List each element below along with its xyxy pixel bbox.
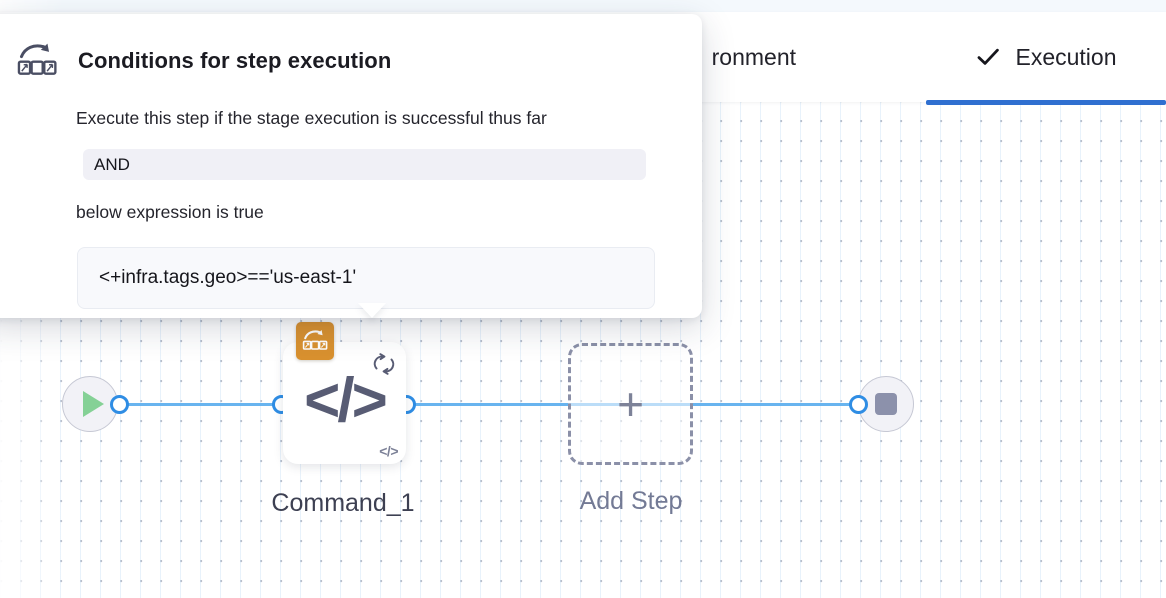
tab-execution[interactable]: Execution bbox=[926, 12, 1166, 105]
pipeline-start-node[interactable] bbox=[62, 376, 118, 432]
condition-expression-field[interactable]: <+infra.tags.geo>=='us-east-1' bbox=[77, 247, 655, 309]
conditional-execution-icon bbox=[16, 42, 58, 80]
stop-icon bbox=[875, 393, 897, 415]
add-step-button[interactable]: + bbox=[568, 343, 693, 465]
condition-description-line-2: below expression is true bbox=[76, 202, 264, 222]
condition-expression-value: <+infra.tags.geo>=='us-east-1' bbox=[99, 267, 357, 288]
connector-dot-end-in[interactable] bbox=[849, 395, 868, 414]
edge-start-to-command bbox=[118, 403, 282, 406]
play-icon bbox=[82, 391, 104, 417]
check-icon bbox=[975, 44, 1001, 70]
conditions-popup-header: Conditions for step execution bbox=[16, 42, 391, 80]
condition-operator-value: AND bbox=[94, 154, 130, 174]
canvas-top-band bbox=[0, 0, 1166, 12]
tab-execution-label: Execution bbox=[1015, 43, 1117, 70]
tab-environment[interactable]: ronment bbox=[702, 12, 796, 102]
add-step-label: Add Step bbox=[579, 487, 683, 515]
condition-operator-field[interactable]: AND bbox=[83, 149, 646, 180]
loop-retry-icon bbox=[368, 348, 400, 380]
tab-active-underline bbox=[926, 100, 1166, 105]
conditions-popup: Conditions for step execution Execute th… bbox=[0, 14, 702, 318]
step-node-command[interactable]: </> </> bbox=[283, 322, 406, 464]
condition-description-line-1: Execute this step if the stage execution… bbox=[76, 108, 547, 128]
step-node-label: Command_1 bbox=[271, 489, 415, 517]
conditional-execution-icon[interactable] bbox=[296, 322, 334, 360]
conditions-popup-title: Conditions for step execution bbox=[78, 48, 392, 73]
plus-icon: + bbox=[617, 378, 644, 430]
conditions-popup-tail bbox=[358, 303, 386, 318]
step-node-mini-code-icon: </> bbox=[379, 443, 398, 459]
connector-dot-start-out[interactable] bbox=[110, 395, 129, 414]
tab-environment-label: ronment bbox=[711, 43, 796, 70]
step-node-code-glyph: </> bbox=[304, 366, 388, 435]
